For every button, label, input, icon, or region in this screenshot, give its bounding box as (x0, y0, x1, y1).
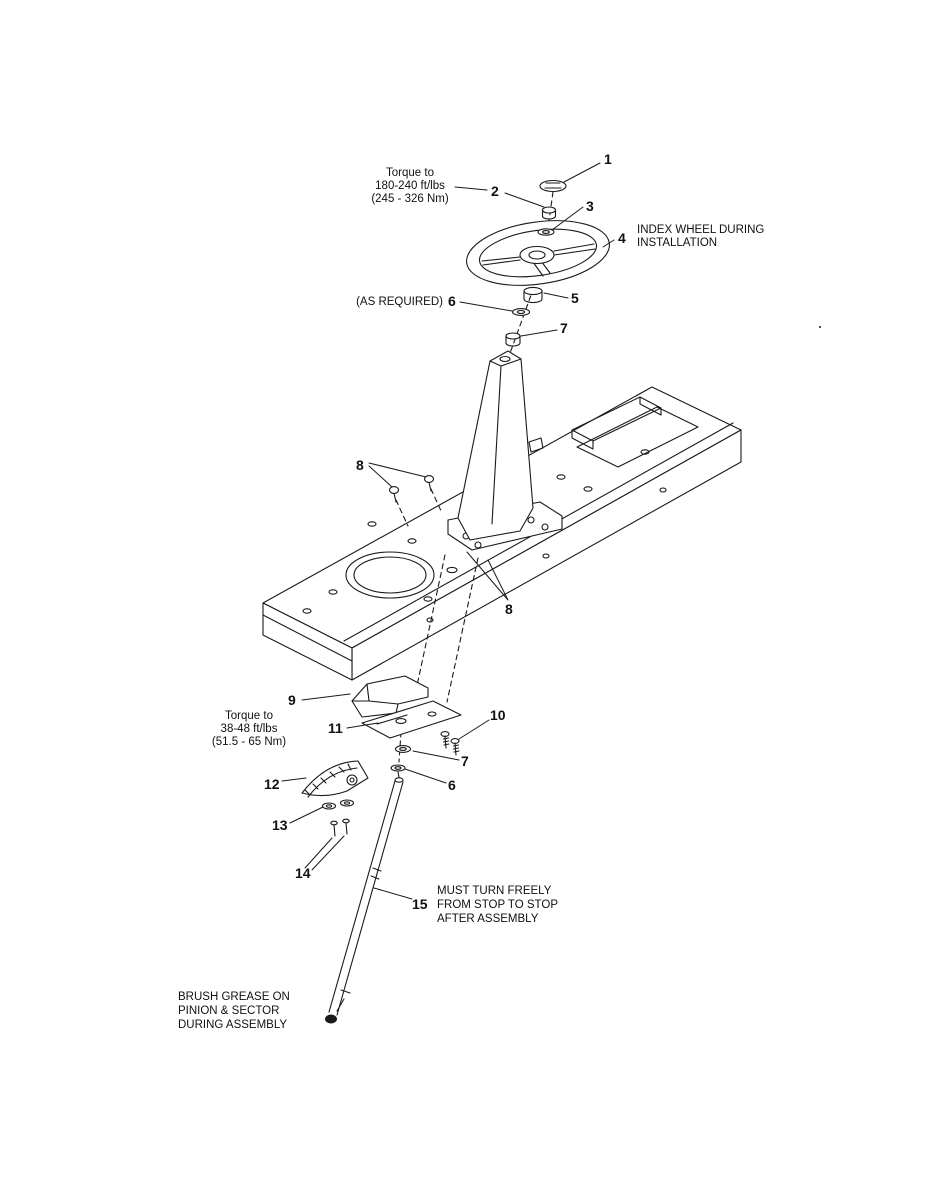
callout-13: 13 (272, 817, 288, 833)
callout-10: 10 (490, 707, 506, 723)
bracket-9 (351, 675, 429, 718)
annotation-torque-upper-line3: (245 - 326 Nm) (371, 193, 449, 205)
annotations: Torque to 180-240 ft/lbs (245 - 326 Nm) … (178, 167, 764, 1031)
callout-2: 2 (491, 183, 499, 199)
annotation-torque-lower-line3: (51.5 - 65 Nm) (212, 736, 286, 748)
callout-9: 9 (288, 692, 296, 708)
callout-11: 11 (328, 720, 343, 736)
annotation-must-turn-line1: MUST TURN FREELY (437, 885, 552, 897)
callout-5: 5 (571, 290, 579, 306)
annotation-must-turn-line3: AFTER ASSEMBLY (437, 913, 539, 925)
plate-11 (361, 700, 462, 739)
washer-6-lower (390, 764, 406, 772)
annotation-torque-lower-line1: Torque to (225, 710, 273, 722)
adapter-5 (523, 286, 543, 304)
annotation-torque-upper-line1: Torque to (386, 167, 434, 179)
washer-3 (537, 228, 555, 236)
callout-8-upper: 8 (356, 457, 364, 473)
callout-1: 1 (604, 151, 612, 167)
leader-lines (281, 162, 615, 900)
annotation-brush-grease-line3: DURING ASSEMBLY (178, 1019, 287, 1031)
screws-10 (440, 731, 460, 756)
annotation-must-turn-line2: FROM STOP TO STOP (437, 899, 558, 911)
annotation-brush-grease-line2: PINION & SECTOR (178, 1005, 279, 1017)
callout-numbers: 1 2 3 4 5 6 7 8 8 9 10 11 12 7 6 13 14 1… (264, 151, 626, 912)
callout-12: 12 (264, 776, 280, 792)
annotation-as-required: (AS REQUIRED) (356, 296, 443, 308)
annotation-index-wheel-line2: INSTALLATION (637, 237, 717, 249)
callout-15: 15 (412, 896, 428, 912)
scan-speck (819, 326, 821, 328)
steering-wheel-hub (481, 243, 596, 277)
washers-13 (321, 799, 355, 810)
nut-2 (541, 206, 557, 220)
assembly-centerline-lower (395, 488, 479, 778)
annotation-index-wheel-line1: INDEX WHEEL DURING (637, 224, 764, 236)
steering-wheel-cap (539, 179, 567, 193)
callout-8-lower: 8 (505, 601, 513, 617)
bushing-7-upper (505, 332, 521, 347)
bolts-8 (388, 475, 435, 503)
washer-6-upper (511, 308, 531, 316)
annotation-torque-upper-line2: 180-240 ft/lbs (375, 180, 445, 192)
annotation-brush-grease-line1: BRUSH GREASE ON (178, 991, 290, 1003)
callout-4: 4 (618, 230, 626, 246)
bolts-14 (330, 818, 350, 837)
steering-shaft-15 (325, 777, 404, 1024)
callout-6-lower: 6 (448, 777, 456, 793)
callout-6-upper: 6 (448, 293, 456, 309)
steering-column-tower (447, 350, 563, 551)
callout-7-lower: 7 (461, 753, 469, 769)
callout-3: 3 (586, 198, 594, 214)
annotation-torque-lower-line2: 38-48 ft/lbs (221, 723, 278, 735)
callout-7-upper: 7 (560, 320, 568, 336)
callout-14: 14 (295, 865, 311, 881)
sector-gear-12 (301, 760, 369, 798)
bushing-7-lower (394, 745, 412, 753)
